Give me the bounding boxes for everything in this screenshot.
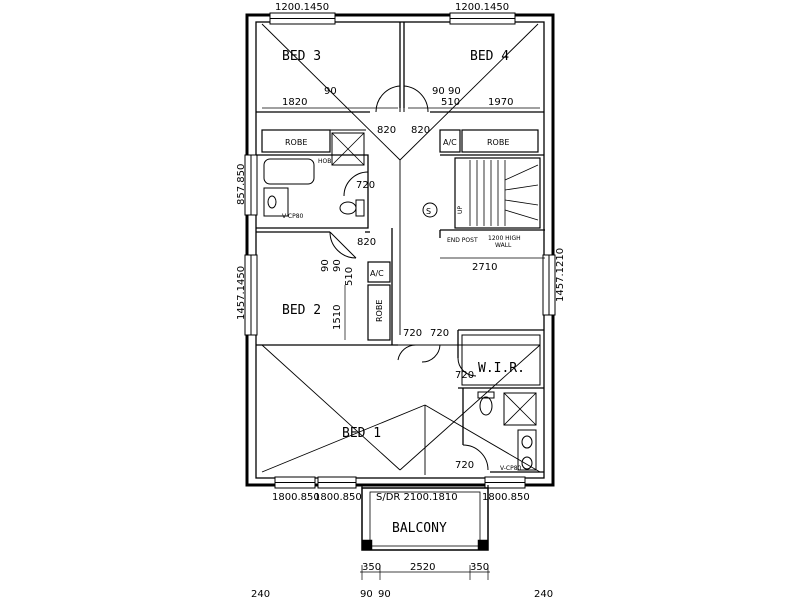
dim-door-bed2-right: 720 [403,328,422,339]
dim-foot-90a: 90 [360,589,373,600]
stair-up-label: UP [457,206,464,214]
dimension-lines [262,107,545,580]
dim-door-ensuite: 720 [455,460,474,471]
dim-win-top-left: 1200.1450 [275,2,329,13]
dim-bed4-510: 510 [441,97,460,108]
vc-ensuite-label: V-CP80 [500,465,522,472]
dim-bed4-width: 1970 [488,97,513,108]
dim-win-left-lower: 1457.1450 [236,266,247,320]
dim-bed2-90b: 90 [332,259,343,272]
dim-win-right: 1457.1210 [555,248,566,302]
balcony-label: BALCONY [392,521,447,536]
vc-left-label: V-CP80 [282,213,304,220]
dim-win-bottom-1: 1800.850 [272,492,320,503]
dim-sliding-door: S/DR 2100.1810 [376,492,458,503]
dim-bed4-wall-b: 90 [448,86,461,97]
dim-bal-right: 350 [470,562,489,573]
dim-bed3-wall: 90 [324,86,337,97]
dim-win-bottom-2: 1800.850 [314,492,362,503]
end-post-label: END POST [447,237,478,244]
dim-bal-left: 350 [362,562,381,573]
robe-left-label: ROBE [285,138,307,147]
dim-door-bed1: 720 [430,328,449,339]
dim-win-left-upper: 857.850 [236,164,247,205]
bed4-label: BED 4 [470,49,509,64]
ac-top-label: A/C [443,138,457,147]
bed3-label: BED 3 [282,49,321,64]
dim-win-bottom-3: 1800.850 [482,492,530,503]
dim-door-bed2: 820 [357,237,376,248]
dim-bed4-wall-a: 90 [432,86,445,97]
fixture-labels: ROBE ROBE ROBE A/C A/C HOB V-CP80 V-CP80… [282,138,522,472]
dim-bed2-1510: 1510 [332,305,343,330]
hob-label: HOB [318,158,331,165]
dim-bal-width: 2520 [410,562,435,573]
wall-note-line1: 1200 HIGH [488,235,521,242]
dim-door-bath: 720 [356,180,375,191]
dim-foot-240-left: 240 [251,589,270,600]
dim-foot-240-right: 240 [534,589,553,600]
dim-bed3-width: 1820 [282,97,307,108]
smoke-detector-icon [422,202,438,218]
wir-label: W.I.R. [478,361,525,376]
robe-bed2-label: ROBE [375,300,384,322]
dim-foot-90b: 90 [378,589,391,600]
dim-hall-width: 2710 [472,262,497,273]
room-labels: BED 3 BED 4 BED 2 BED 1 W.I.R. BALCONY [282,49,525,536]
dim-door-wir: 720 [455,370,474,381]
robe-right-label: ROBE [487,138,509,147]
dimension-text: 1200.1450 1200.1450 1820 90 90 90 510 19… [236,2,566,600]
smoke-detector-label: S [426,207,431,216]
dim-bed2-90a: 90 [320,259,331,272]
dim-win-top-right: 1200.1450 [455,2,509,13]
dim-door-bed3: 820 [377,125,396,136]
roof-lines [261,23,541,475]
wall-note-line2: WALL [495,242,512,249]
dim-bed2-510: 510 [344,267,355,286]
ac-bed2-label: A/C [370,269,384,278]
balcony-structure [361,485,489,551]
bed1-label: BED 1 [342,426,381,441]
dim-door-bed4: 820 [411,125,430,136]
windows [244,12,556,489]
bed2-label: BED 2 [282,303,321,318]
